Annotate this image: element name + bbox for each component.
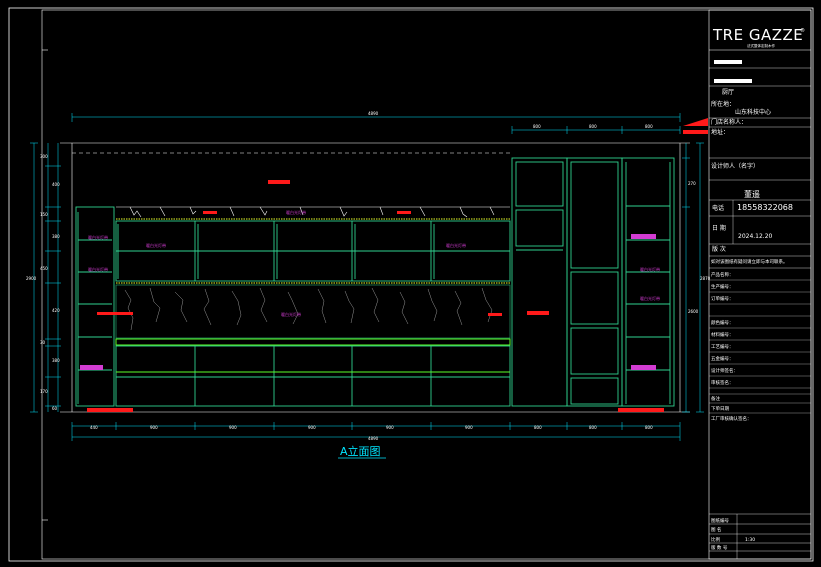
drawing-name-label: 图 名 bbox=[711, 526, 721, 533]
red-callout bbox=[683, 118, 708, 126]
dim-left-1: 300 bbox=[40, 154, 48, 159]
dim-right-2: 2600 bbox=[688, 309, 699, 314]
field-order-date: 下单日期 bbox=[711, 405, 729, 412]
space-name: 厨厅 bbox=[722, 89, 734, 96]
scale-value: 1:30 bbox=[745, 537, 755, 543]
dim-right-1: 270 bbox=[688, 181, 696, 186]
field-product-name: 产品名称： bbox=[711, 271, 734, 278]
dim-bottom-8: 800 bbox=[589, 425, 597, 430]
sheet-outer-border bbox=[8, 7, 814, 562]
shelf-label: 暖白光灯带 bbox=[446, 242, 466, 248]
shelf-label: 暖白光灯带 bbox=[640, 295, 660, 301]
designer-label: 设计师人（名字） bbox=[711, 162, 759, 170]
edition-label: 版 数 号 bbox=[711, 544, 728, 551]
dim-left-7: 30 bbox=[40, 340, 46, 345]
upper-display-cabinets bbox=[115, 220, 511, 282]
version-label: 版 次 bbox=[712, 245, 726, 253]
field-order-no: 订单编号： bbox=[711, 295, 734, 302]
dim-bottom-9: 800 bbox=[645, 425, 653, 430]
title-block-frame bbox=[708, 9, 812, 560]
field-hardware-no: 五金编号： bbox=[711, 355, 734, 362]
title-bar-1 bbox=[714, 60, 742, 64]
dim-left-9: 170 bbox=[40, 389, 48, 394]
left-dimension-chain bbox=[30, 142, 61, 413]
field-designer-sign: 设计师签名： bbox=[711, 367, 738, 374]
dim-bottom-5: 900 bbox=[386, 425, 394, 430]
dim-right-total: 2870 bbox=[700, 276, 711, 281]
field-factory-sign: 工厂审核确认签名： bbox=[711, 415, 752, 422]
date-label: 日 期 bbox=[712, 224, 726, 232]
project-value: 山东科技中心 bbox=[735, 108, 771, 116]
dim-left-8: 380 bbox=[52, 358, 60, 363]
dim-top-2: 800 bbox=[589, 124, 597, 129]
scale-label: 比例 bbox=[711, 536, 720, 543]
right-dimension-chain bbox=[682, 142, 704, 413]
field-craft-no: 工艺编号： bbox=[711, 343, 734, 350]
right-tall-cabinets bbox=[511, 157, 675, 407]
sheet-inner-border bbox=[41, 9, 812, 560]
brand-registered: ® bbox=[800, 27, 805, 34]
title-block: TRE GAZZE ® 法式整体定制木作 厨厅 所在地： 山东科技中心 门店名称… bbox=[708, 9, 812, 560]
notes-label: 如对该图纸有疑问请立即与本司联系。 bbox=[711, 258, 788, 265]
view-title: A立面图 bbox=[340, 444, 381, 458]
dim-bottom-7: 800 bbox=[534, 425, 542, 430]
dim-left-6: 420 bbox=[52, 308, 60, 313]
phone-value: 18558322068 bbox=[737, 203, 793, 212]
brand-subtitle: 法式整体定制木作 bbox=[747, 43, 775, 48]
light-markers bbox=[80, 234, 656, 370]
elevation-drawing: 4890 800 800 800 bbox=[26, 111, 711, 459]
upper-band bbox=[116, 206, 510, 218]
field-review-sign: 审核签名： bbox=[711, 379, 734, 386]
dim-left-total: 2900 bbox=[26, 276, 37, 281]
store-name-label: 门店名称人： bbox=[711, 118, 747, 126]
shelf-label: 暖白光灯带 bbox=[286, 209, 306, 215]
dim-left-3: 150 bbox=[40, 212, 48, 217]
shelf-label: 暖白光灯带 bbox=[146, 242, 166, 248]
project-label: 所在地： bbox=[711, 100, 735, 108]
dim-left-5: 450 bbox=[40, 266, 48, 271]
drawing-no-label: 图纸编号 bbox=[711, 517, 729, 524]
dim-bottom-1: 440 bbox=[90, 425, 98, 430]
lower-base-cabinets bbox=[115, 345, 511, 407]
field-material-no: 材料编号： bbox=[711, 331, 734, 338]
date-value: 2024.12.20 bbox=[738, 233, 773, 240]
title-block-fields: 产品名称： 生产编号： 订单编号： 颜色编号： 材料编号： 工艺编号： 五金编号… bbox=[709, 271, 811, 422]
shelf-label: 暖白光灯带 bbox=[640, 266, 660, 272]
dim-bottom-6: 900 bbox=[465, 425, 473, 430]
address-label: 地址： bbox=[711, 128, 729, 136]
phone-label: 电话 bbox=[712, 204, 724, 212]
shelf-labels: 暖白光灯带 暖白光灯带 暖白光灯带 暖白光灯带 暖白光灯带 暖白光灯带 暖白光灯… bbox=[88, 209, 660, 317]
field-production-no: 生产编号： bbox=[711, 283, 734, 290]
bottom-dimension-chain bbox=[71, 422, 681, 441]
dim-left-2: 400 bbox=[52, 182, 60, 187]
dim-bottom-4: 900 bbox=[308, 425, 316, 430]
field-remark: 备注 bbox=[711, 395, 720, 402]
dim-top-1: 800 bbox=[533, 124, 541, 129]
dim-bottom-2: 900 bbox=[150, 425, 158, 430]
dim-top-3: 800 bbox=[645, 124, 653, 129]
dim-bottom-total: 4890 bbox=[368, 436, 379, 441]
countertop bbox=[115, 338, 511, 346]
shelf-label: 暖白光灯带 bbox=[281, 311, 301, 317]
shelf-label: 暖白光灯带 bbox=[88, 266, 108, 272]
dim-left-10: 60 bbox=[52, 406, 58, 411]
field-color-no: 颜色编号： bbox=[711, 319, 734, 326]
shelf-label: 暖白光灯带 bbox=[88, 234, 108, 240]
designer-name: 董遥 bbox=[744, 189, 760, 199]
brand-logo: TRE GAZZE bbox=[712, 26, 803, 44]
stone-backsplash bbox=[115, 284, 511, 339]
dim-left-4: 380 bbox=[52, 234, 60, 239]
title-bar-2 bbox=[714, 79, 752, 83]
dim-bottom-3: 900 bbox=[229, 425, 237, 430]
red-markers bbox=[87, 130, 708, 412]
dim-overall-top: 4890 bbox=[368, 111, 379, 116]
